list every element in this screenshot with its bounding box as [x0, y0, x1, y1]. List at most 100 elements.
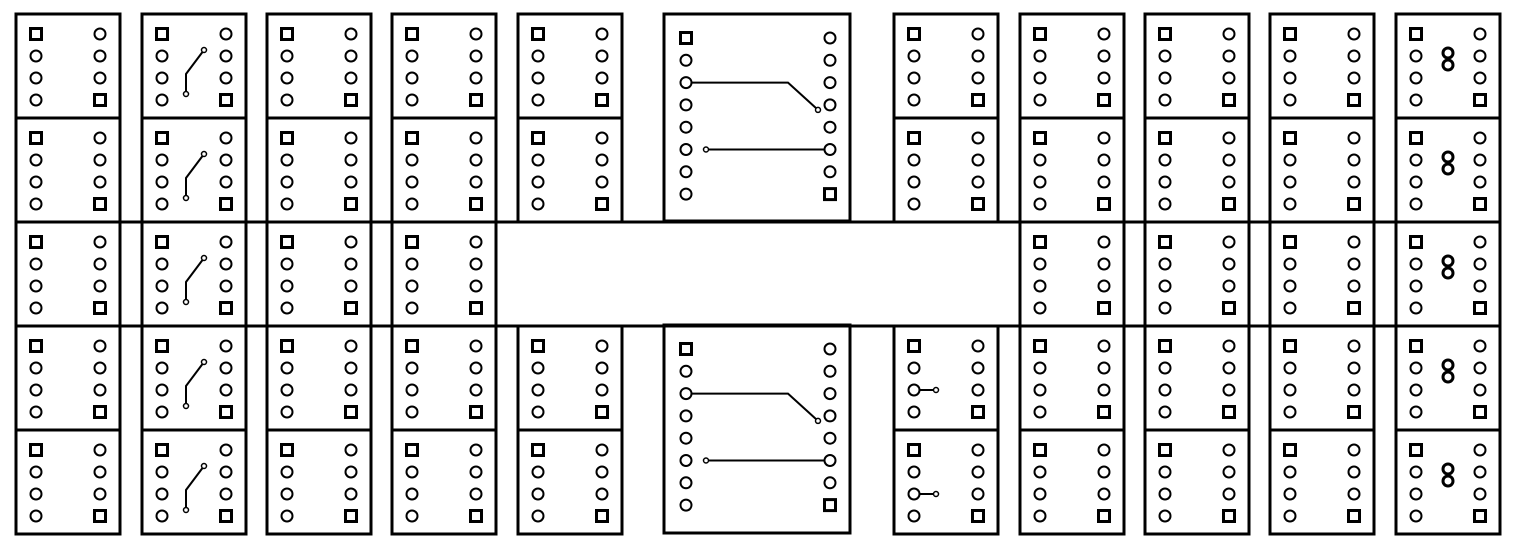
circle-pad-icon	[907, 71, 921, 85]
circle-pad-icon	[344, 465, 358, 479]
circle-pad-icon	[155, 405, 169, 419]
circle-pad-icon	[1473, 153, 1487, 167]
circle-pad-icon	[907, 93, 921, 107]
circle-pad-icon	[1409, 175, 1423, 189]
square-pad-icon	[1097, 197, 1111, 211]
circle-pad-icon	[344, 487, 358, 501]
circle-pad-icon	[1347, 27, 1361, 41]
circle-pad-icon	[155, 153, 169, 167]
square-pad-icon	[29, 339, 43, 353]
circle-pad-icon	[155, 71, 169, 85]
cell-c3-r4	[390, 428, 498, 536]
circle-pad-icon	[531, 197, 545, 211]
circle-pad-icon	[405, 383, 419, 397]
square-pad-icon	[1158, 235, 1172, 249]
circle-pad-icon	[1033, 301, 1047, 315]
jumper-trace	[185, 49, 205, 94]
stacked-pad-icon	[1441, 474, 1455, 488]
stacked-pad-icon	[1441, 58, 1455, 72]
circle-pad-icon	[1222, 279, 1236, 293]
circle-pad-icon	[344, 279, 358, 293]
via-icon	[200, 462, 208, 470]
circle-pad-icon	[595, 131, 609, 145]
circle-pad-icon	[405, 405, 419, 419]
circle-pad-icon	[1033, 153, 1047, 167]
circle-pad-icon	[344, 27, 358, 41]
circle-pad-icon	[971, 383, 985, 397]
circle-pad-icon	[1283, 383, 1297, 397]
circle-pad-icon	[93, 71, 107, 85]
circle-pad-icon	[1158, 383, 1172, 397]
square-pad-icon	[344, 197, 358, 211]
circle-pad-icon	[1409, 93, 1423, 107]
square-pad-icon	[469, 197, 483, 211]
circle-pad-icon	[1033, 71, 1047, 85]
circle-pad-icon	[155, 361, 169, 375]
square-pad-icon	[344, 301, 358, 315]
circle-pad-icon	[1409, 279, 1423, 293]
circle-pad-icon	[155, 509, 169, 523]
circle-pad-icon	[155, 257, 169, 271]
circle-pad-icon	[823, 76, 837, 90]
board-cells	[14, 12, 1502, 536]
square-pad-icon	[1473, 93, 1487, 107]
circle-pad-icon	[280, 383, 294, 397]
circle-pad-icon	[1158, 361, 1172, 375]
via-icon	[932, 490, 940, 498]
cell-c3-r2	[390, 220, 498, 328]
circle-pad-icon	[1097, 235, 1111, 249]
square-pad-icon	[823, 498, 837, 513]
circle-pad-icon	[823, 342, 837, 356]
square-pad-icon	[823, 187, 837, 202]
circle-pad-icon	[1347, 131, 1361, 145]
circle-pad-icon	[1283, 361, 1297, 375]
circle-pad-icon	[405, 509, 419, 523]
circle-pad-icon	[93, 27, 107, 41]
circle-pad-icon	[280, 49, 294, 63]
circle-pad-icon	[1158, 93, 1172, 107]
circle-pad-icon	[679, 454, 693, 467]
square-pad-icon	[29, 131, 43, 145]
circle-pad-icon	[1409, 465, 1423, 479]
circle-pad-icon	[469, 361, 483, 375]
square-pad-icon	[531, 27, 545, 41]
circle-pad-icon	[469, 383, 483, 397]
square-pad-icon	[1097, 301, 1111, 315]
circle-pad-icon	[1473, 71, 1487, 85]
cell-c0-r4	[14, 428, 122, 536]
circle-pad-icon	[1283, 257, 1297, 271]
circle-pad-icon	[1409, 197, 1423, 211]
circle-pad-icon	[1158, 487, 1172, 501]
square-pad-icon	[1097, 405, 1111, 419]
circle-pad-icon	[1473, 383, 1487, 397]
cell-c0-r3	[14, 324, 122, 432]
circle-pad-icon	[1347, 257, 1361, 271]
circle-pad-icon	[1097, 443, 1111, 457]
square-pad-icon	[971, 93, 985, 107]
stacked-pad-icon	[1441, 150, 1455, 164]
circle-pad-icon	[29, 257, 43, 271]
circle-pad-icon	[1283, 301, 1297, 315]
circle-pad-icon	[907, 465, 921, 479]
cell-c6-r0	[892, 12, 1000, 120]
circle-pad-icon	[155, 487, 169, 501]
square-pad-icon	[405, 235, 419, 249]
circle-pad-icon	[1409, 71, 1423, 85]
cell-outline	[892, 116, 1000, 224]
circle-pad-icon	[280, 487, 294, 501]
square-pad-icon	[1409, 131, 1423, 145]
square-pad-icon	[469, 301, 483, 315]
cell-c3-r3	[390, 324, 498, 432]
circle-pad-icon	[1222, 27, 1236, 41]
cell-c2-r4	[265, 428, 373, 536]
bottom-module	[662, 323, 852, 535]
circle-pad-icon	[531, 465, 545, 479]
square-pad-icon	[595, 197, 609, 211]
circle-pad-icon	[1347, 153, 1361, 167]
circle-pad-icon	[1222, 465, 1236, 479]
circle-pad-icon	[93, 279, 107, 293]
circle-pad-icon	[219, 383, 233, 397]
circle-pad-icon	[1283, 153, 1297, 167]
stacked-pad-icon	[1441, 370, 1455, 384]
circle-pad-icon	[280, 71, 294, 85]
